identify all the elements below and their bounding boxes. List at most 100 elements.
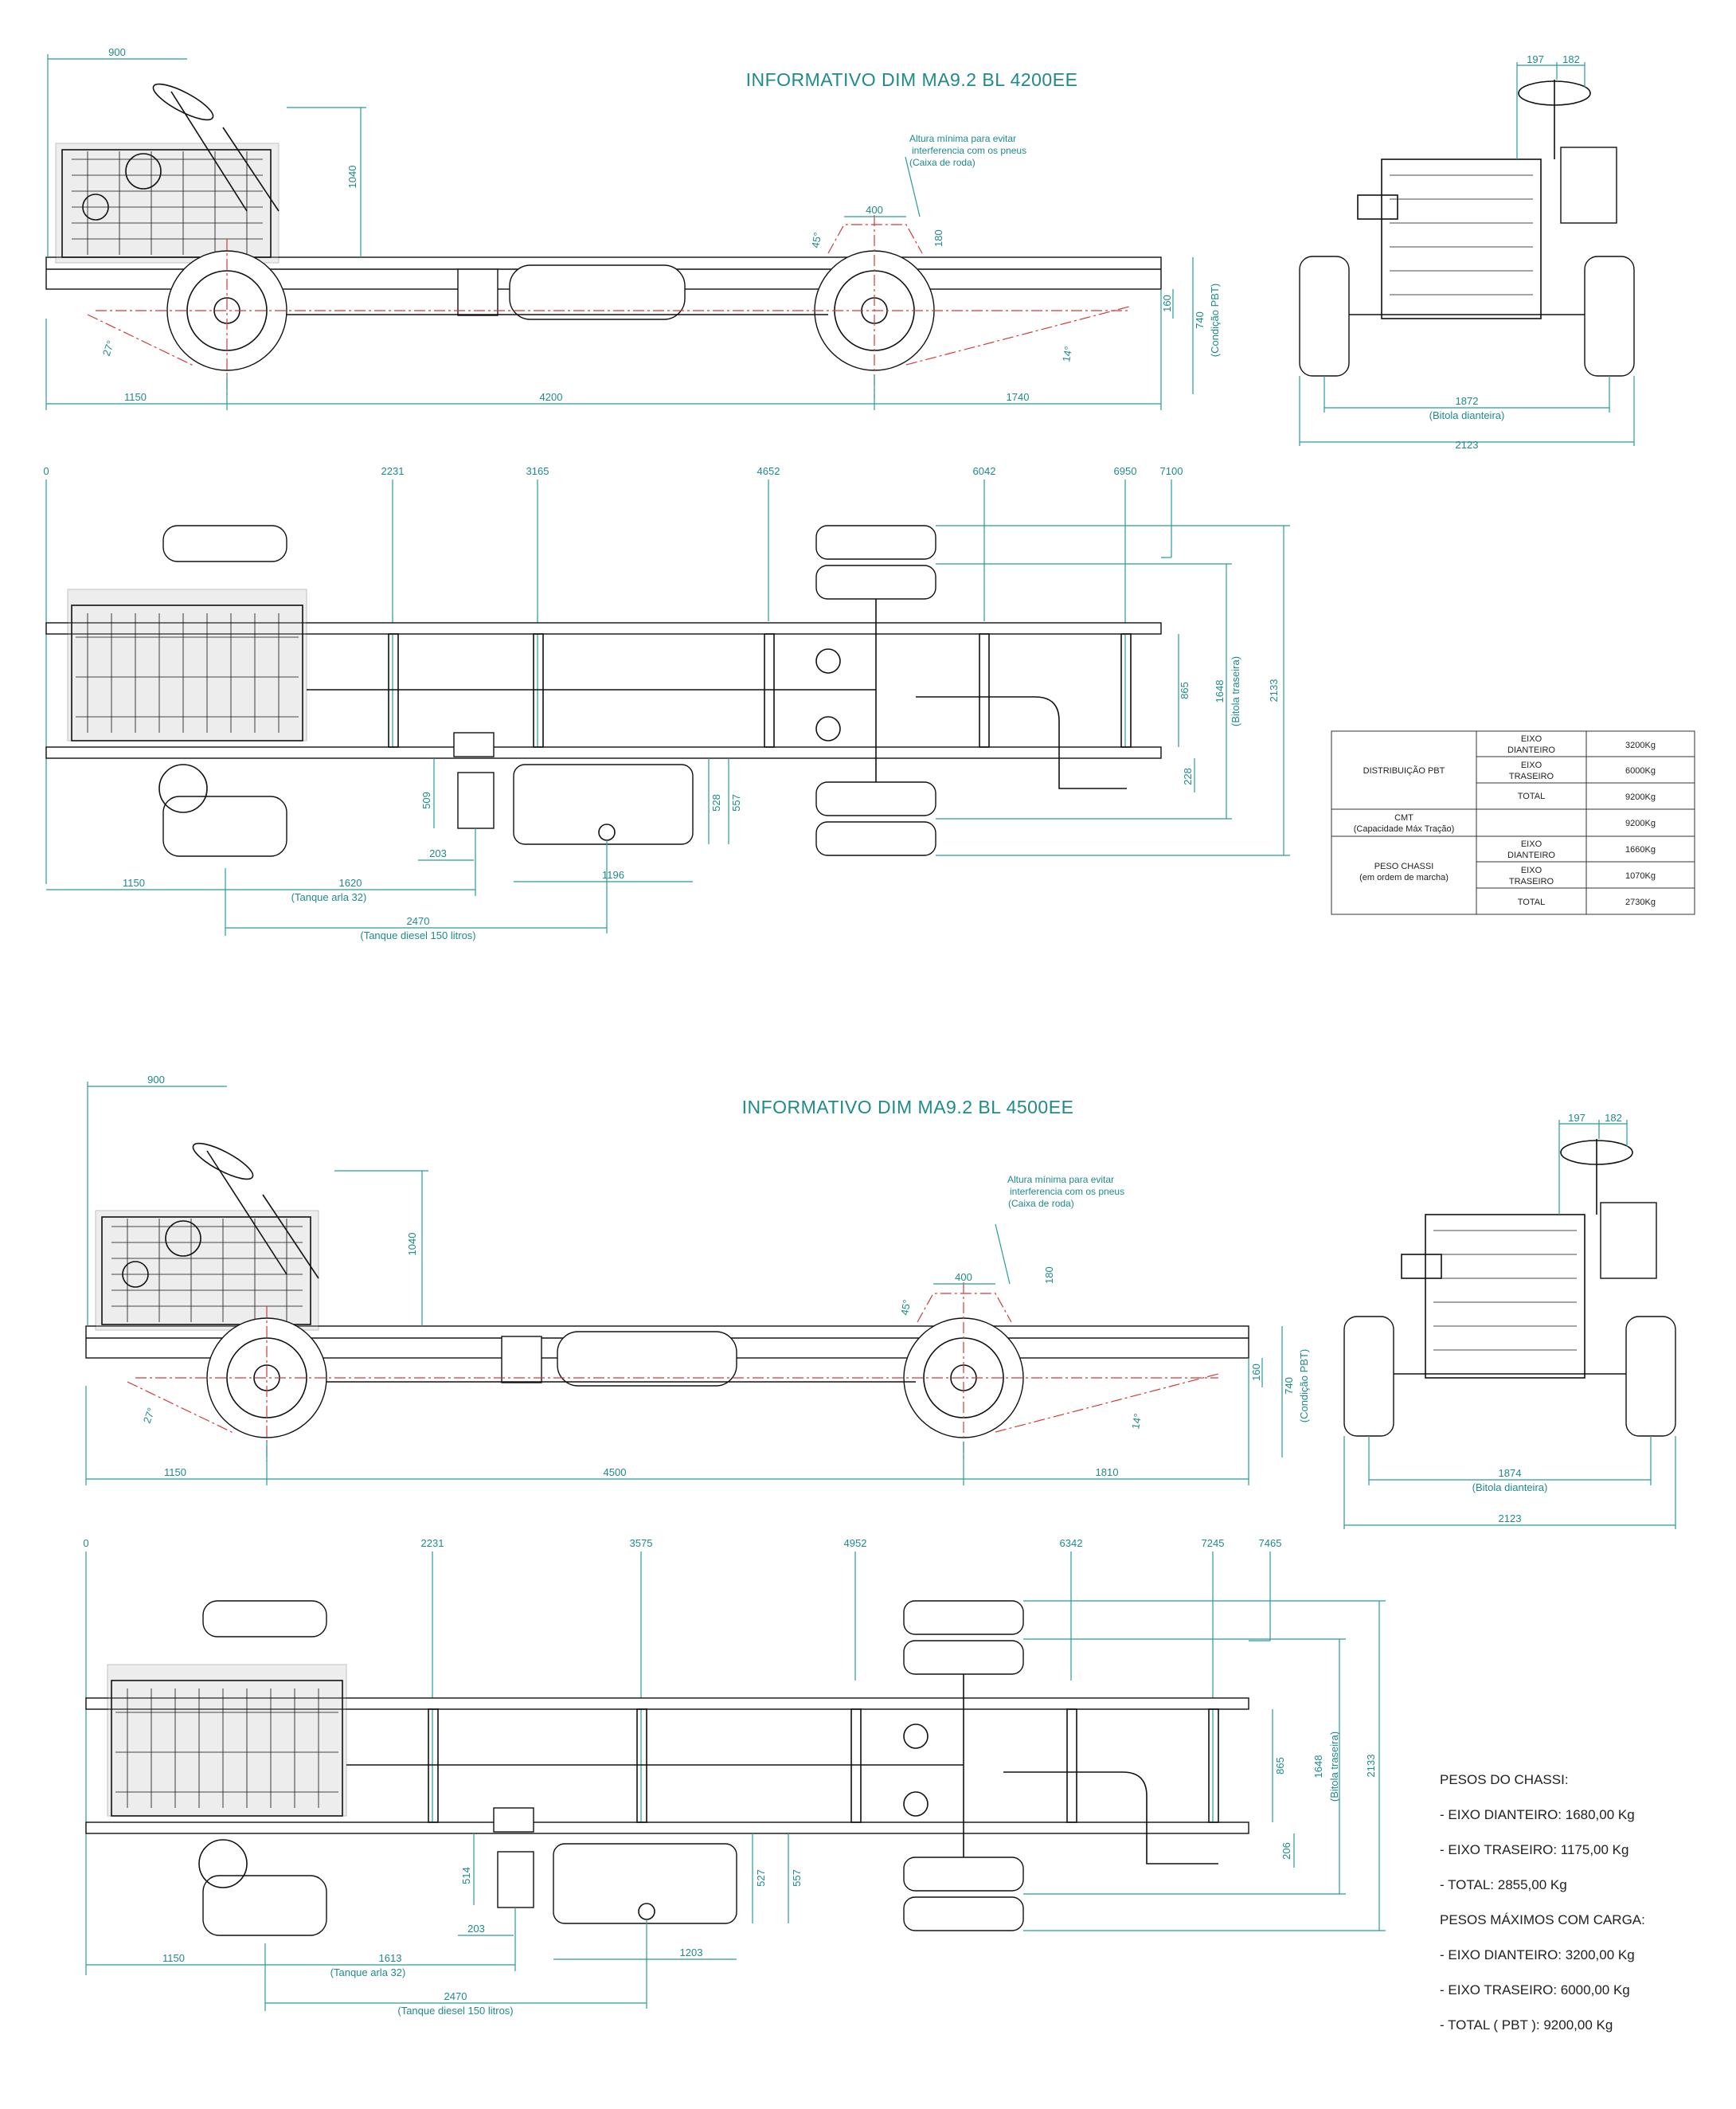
dim-total-width: 2133 [1268,679,1280,702]
sheet-4500: INFORMATIVO DIM MA9.2 BL 4500EE [83,1074,1676,2033]
row-label: DIANTEIRO [1507,745,1555,755]
rear-track-label: (Bitola traseira) [1328,1731,1340,1802]
dim-frame-width: 865 [1274,1757,1286,1774]
station-6: 7465 [1259,1537,1282,1549]
dim-1150: 1150 [123,877,145,889]
dim-203: 203 [467,1923,485,1935]
row-label: TOTAL [1518,792,1545,801]
top-view: 0 2231 3575 4952 6342 7245 7465 [83,1537,1386,2017]
steering-column [170,91,248,212]
value-cell: 1660Kg [1625,845,1656,855]
front-wheel [206,1317,327,1438]
engine-front [1425,1214,1585,1379]
note-line-2: interferencia com os pneus [1010,1186,1124,1197]
front-view: 197 182 1874 (Bitola dianteira) 2123 [1343,1112,1676,1529]
peso-label: PESO CHASSI [1374,862,1434,871]
right-rail [45,746,1162,759]
station-6: 7100 [1160,465,1183,477]
engine-top [71,605,303,741]
station-4: 6042 [973,465,996,477]
value-cell: 1070Kg [1625,871,1656,881]
front-angle-label: 27° [100,338,117,358]
front-wheel [166,250,287,371]
dim-rear-overhang: 1810 [1096,1466,1119,1478]
dim-frame-height: 160 [1161,295,1173,312]
dim-frame-width: 865 [1179,682,1191,699]
dim-514: 514 [460,1867,472,1884]
front-tire-top [162,796,287,857]
rear-tire-l2 [815,565,936,600]
dim-front-overhang: 1150 [124,391,147,403]
diesel-tank [553,1843,737,1924]
rear-tire-l1 [903,1600,1024,1635]
station-3: 4952 [844,1537,867,1549]
diesel-label: (Tanque diesel 150 litros) [397,2005,513,2017]
weights-line: PESOS DO CHASSI: [1440,1772,1569,1787]
dim-wheel-clear-height: 180 [1043,1266,1055,1284]
weights-line: - TOTAL: 2855,00 Kg [1440,1877,1567,1892]
row-label: TRASEIRO [1509,877,1554,886]
weights-line: - TOTAL ( PBT ): 9200,00 Kg [1440,2017,1613,2033]
engine-front [1381,158,1542,319]
dim-track: 1872 [1456,395,1479,407]
left-rail [45,622,1162,635]
cmt-sub-label: (Capacidade Máx Tração) [1354,824,1455,834]
station-0: 0 [83,1537,88,1549]
value-cell: 6000Kg [1625,766,1656,776]
weights-line: - EIXO TRASEIRO: 6000,00 Kg [1440,1982,1630,1997]
ground-cond-label: (Condição PBT) [1298,1349,1310,1422]
dim-rear-track: 1648 [1312,1755,1324,1778]
rear-angle-label: 14° [1060,346,1074,363]
steering-wheel-front [1560,1140,1633,1165]
dim-528: 528 [710,794,722,812]
air-filter [1600,1202,1657,1279]
note-line-3: (Caixa de roda) [909,157,976,168]
dim-diesel: 2470 [444,1990,467,2002]
exhaust-pipe [916,696,1127,789]
weights-line: PESOS MÁXIMOS COM CARGA: [1440,1912,1645,1927]
row-label: EIXO [1521,734,1542,744]
dim-206: 206 [1280,1842,1292,1860]
dist-pbt-label: DISTRIBUIÇÃO PBT [1363,765,1445,776]
track-label: (Bitola dianteira) [1429,409,1505,421]
dim-557: 557 [730,794,742,812]
value-cell: 9200Kg [1625,819,1656,828]
peso-sub-label: (em ordem de marcha) [1359,873,1449,882]
dim-wheelbase: 4500 [604,1466,627,1478]
side-view: 900 1040 27° 14° 45° 400 180 Altura míni… [85,1074,1310,1485]
front-left-tire [1299,256,1350,377]
weights-line: - EIXO DIANTEIRO: 1680,00 Kg [1440,1807,1635,1822]
air-filter [1560,147,1617,224]
engine-top [111,1680,343,1817]
dim-wheelbase: 4200 [540,391,563,403]
arla-tank [457,772,495,829]
dim-ground-height: 740 [1194,311,1206,329]
arla-tank [497,1851,534,1908]
rear-track-label: (Bitola traseira) [1230,656,1241,726]
dim-1150: 1150 [162,1952,185,1964]
rear-tire-r1 [815,781,936,816]
angle-45-label: 45° [898,1299,913,1317]
station-0: 0 [43,465,49,477]
dim-cab-height: 1040 [406,1233,418,1256]
dim-1196: 1196 [602,869,624,881]
dim-228: 228 [1182,768,1194,785]
exhaust-pipe [1003,1771,1218,1864]
station-1: 2231 [381,465,405,477]
dim-b: 182 [1562,53,1580,65]
angle-45-label: 45° [809,232,823,249]
note-line-1: Altura mínima para evitar [909,133,1016,144]
steering-wheel [152,83,214,121]
battery-box [457,268,499,316]
engine-block [95,1210,319,1331]
right-rail [85,1821,1249,1834]
row-label: TRASEIRO [1509,772,1554,781]
dim-1203: 1203 [680,1947,703,1958]
fuel-tank [509,264,686,320]
rear-tire-r1 [903,1857,1024,1892]
dim-width: 2123 [1456,439,1479,451]
value-cell: 2730Kg [1625,898,1656,907]
front-view: 197 182 1872 (Bitola dianteira) 2123 [1299,53,1635,451]
top-view: 0 2231 3165 4652 6042 6950 7100 [43,465,1290,941]
